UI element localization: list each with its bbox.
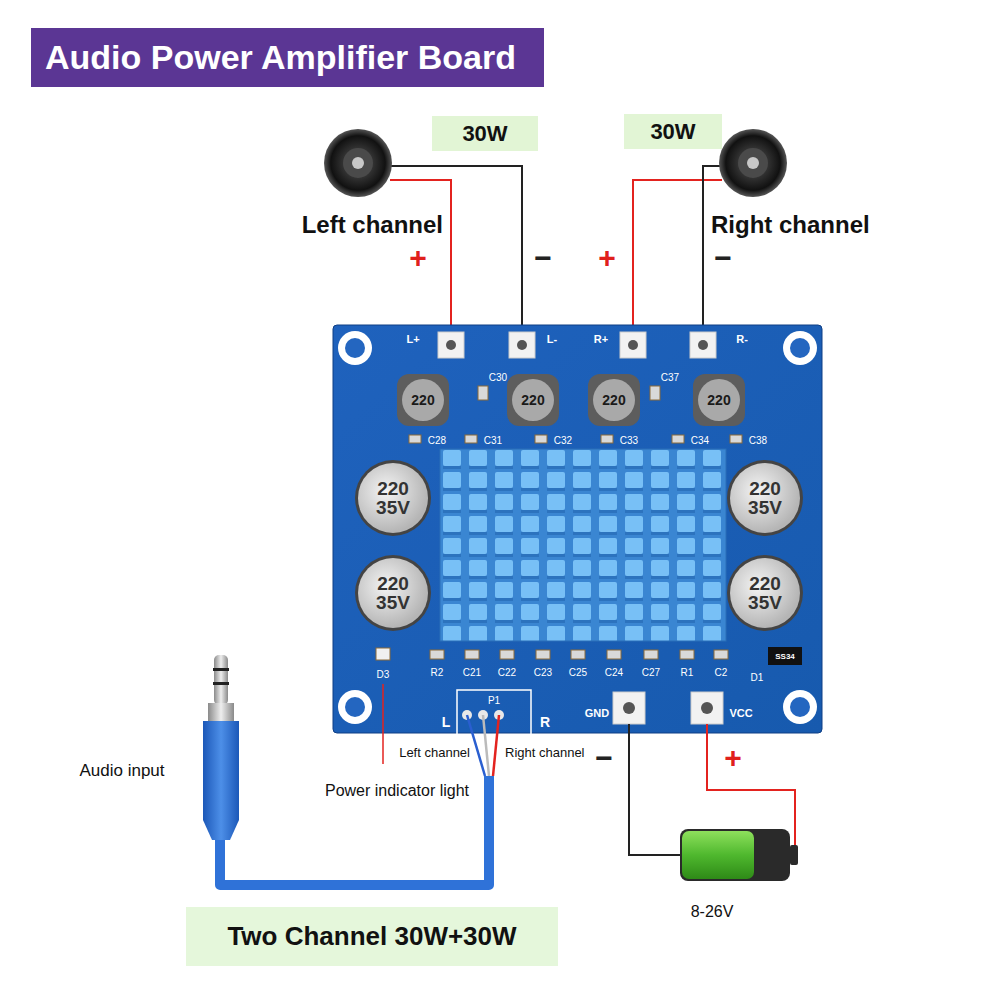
inductor-marking: 220 xyxy=(411,392,434,408)
title-banner: Audio Power Amplifier Board xyxy=(31,28,544,87)
polarity-mark: + xyxy=(409,241,427,275)
speaker-icon xyxy=(324,129,392,197)
part-label: C32 xyxy=(554,435,572,446)
part-label: C24 xyxy=(605,667,623,678)
capacitor-marking: 220 35V xyxy=(742,574,788,612)
part-label: C38 xyxy=(749,435,767,446)
diode-marking: SS34 xyxy=(775,652,795,661)
node-text: Two Channel 30W+30W xyxy=(227,921,516,952)
part-label: C37 xyxy=(661,372,679,383)
node-text: 30W xyxy=(650,119,695,145)
part-label: D1 xyxy=(751,672,764,683)
part-label: C2 xyxy=(715,667,728,678)
polarity-mark: − xyxy=(595,741,613,775)
battery-icon xyxy=(680,829,798,881)
part-label: C23 xyxy=(534,667,552,678)
part-label: C30 xyxy=(489,372,507,383)
wire-label: Left channel xyxy=(399,745,470,760)
part-label: C25 xyxy=(569,667,587,678)
terminal-label: R- xyxy=(736,333,748,345)
capacitor-marking: 220 35V xyxy=(370,479,416,517)
voltage-label: 8-26V xyxy=(691,903,734,921)
polarity-mark: − xyxy=(534,241,552,275)
part-label: C21 xyxy=(463,667,481,678)
capacitor-marking: 220 35V xyxy=(742,479,788,517)
part-label: C34 xyxy=(691,435,709,446)
channel-label: Right channel xyxy=(711,211,870,239)
wattage-tag: 30W xyxy=(624,114,722,149)
callout-label: Power indicator light xyxy=(322,781,472,800)
terminal-label: L+ xyxy=(406,333,419,345)
terminal-label: L- xyxy=(547,333,557,345)
capacitor-marking: 220 35V xyxy=(370,574,416,612)
part-label: R2 xyxy=(431,667,444,678)
input-side-label: L xyxy=(442,714,451,730)
wattage-tag: 30W xyxy=(432,116,538,151)
part-label: C27 xyxy=(642,667,660,678)
part-label: C22 xyxy=(498,667,516,678)
part-label: R1 xyxy=(681,667,694,678)
input-side-label: R xyxy=(540,714,550,730)
inductor-marking: 220 xyxy=(521,392,544,408)
terminal-label: VCC xyxy=(729,707,752,719)
speaker-icon xyxy=(719,129,787,197)
input-label: Audio input xyxy=(79,761,164,781)
inductor-marking: 220 xyxy=(602,392,625,408)
title-text: Audio Power Amplifier Board xyxy=(45,38,516,77)
audio-jack xyxy=(203,655,239,840)
terminal-label: R+ xyxy=(594,333,608,345)
connector-label: P1 xyxy=(488,695,500,706)
node-text: 30W xyxy=(462,121,507,147)
polarity-mark: − xyxy=(714,241,732,275)
part-label: C28 xyxy=(428,435,446,446)
channel-label: Left channel xyxy=(302,211,443,239)
part-label: C33 xyxy=(620,435,638,446)
summary-banner: Two Channel 30W+30W xyxy=(186,907,558,966)
polarity-mark: + xyxy=(724,741,742,775)
wire-label: Right channel xyxy=(505,745,585,760)
part-label: D3 xyxy=(377,669,390,680)
part-label: C31 xyxy=(484,435,502,446)
polarity-mark: + xyxy=(598,241,616,275)
terminal-label: GND xyxy=(585,707,609,719)
inductor-marking: 220 xyxy=(707,392,730,408)
